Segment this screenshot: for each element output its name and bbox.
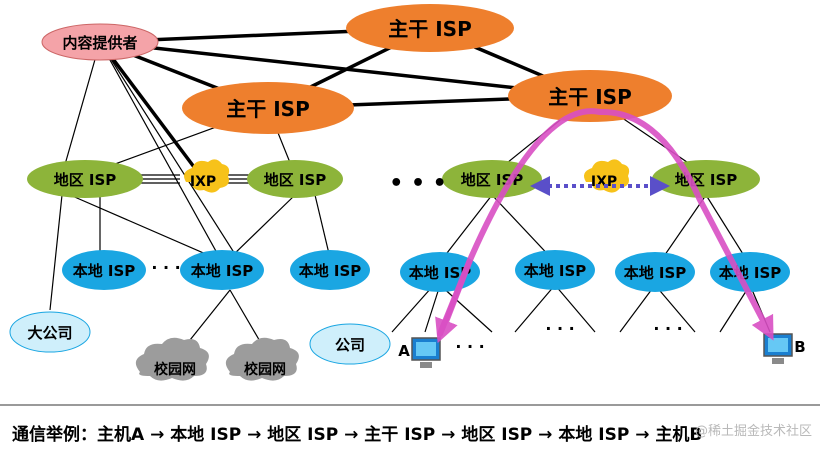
svg-text:大公司: 大公司 bbox=[27, 324, 72, 342]
svg-text:内容提供者: 内容提供者 bbox=[62, 34, 137, 52]
svg-text:地区 ISP: 地区 ISP bbox=[264, 171, 327, 189]
svg-text:校园网: 校园网 bbox=[154, 361, 196, 378]
host-ellipsis: · · · bbox=[455, 337, 484, 356]
host-a: A bbox=[398, 337, 441, 368]
regional-isp-2: 地区 ISP bbox=[247, 160, 343, 198]
company: 公司 bbox=[309, 323, 391, 365]
host-b: B bbox=[763, 333, 806, 364]
edge-ellipsis-right: · · · bbox=[653, 319, 682, 338]
svg-text:本地 ISP: 本地 ISP bbox=[299, 262, 362, 280]
svg-text:本地 ISP: 本地 ISP bbox=[409, 264, 472, 282]
host-a-label: A bbox=[398, 342, 410, 360]
caption-text: 通信举例：主机A → 本地 ISP → 地区 ISP → 主干 ISP → 地区… bbox=[12, 425, 703, 445]
caption-bar: 通信举例：主机A → 本地 ISP → 地区 ISP → 主干 ISP → 地区… bbox=[0, 404, 820, 456]
local-ellipsis-left: · · · bbox=[151, 258, 180, 277]
svg-text:本地 ISP: 本地 ISP bbox=[719, 264, 782, 282]
svg-text:主干 ISP: 主干 ISP bbox=[388, 17, 471, 41]
regional-isp-1: 地区 ISP bbox=[27, 160, 143, 198]
backbone-isp-right: 主干 ISP bbox=[508, 70, 672, 122]
ixp-cloud-left: IXP bbox=[184, 159, 230, 193]
communication-path-start bbox=[435, 258, 473, 344]
local-isp-3: 本地 ISP bbox=[290, 250, 370, 290]
local-isp-1: 本地 ISP bbox=[62, 250, 146, 290]
svg-text:本地 ISP: 本地 ISP bbox=[191, 262, 254, 280]
content-provider: 内容提供者 bbox=[41, 23, 159, 61]
backbone-isp-left: 主干 ISP bbox=[182, 82, 354, 134]
host-b-label: B bbox=[794, 338, 805, 356]
edge-ellipsis-mid: · · · bbox=[545, 319, 574, 338]
svg-text:本地 ISP: 本地 ISP bbox=[524, 262, 587, 280]
svg-text:公司: 公司 bbox=[335, 336, 365, 354]
regional-isp-3: 地区 ISP bbox=[442, 160, 542, 198]
communication-path bbox=[437, 108, 774, 341]
local-isp-6: 本地 ISP bbox=[615, 252, 695, 292]
campus-network-1: 校园网 bbox=[135, 337, 209, 381]
svg-text:本地 ISP: 本地 ISP bbox=[624, 264, 687, 282]
watermark: @稀土掘金技术社区 bbox=[694, 424, 812, 439]
campus-network-2: 校园网 bbox=[225, 337, 299, 381]
svg-text:校园网: 校园网 bbox=[244, 361, 286, 378]
regional-isp-4: 地区 ISP bbox=[652, 160, 760, 198]
svg-text:本地 ISP: 本地 ISP bbox=[73, 262, 136, 280]
backbone-isp-top: 主干 ISP bbox=[346, 4, 514, 52]
svg-text:IXP: IXP bbox=[190, 174, 216, 190]
svg-text:主干 ISP: 主干 ISP bbox=[548, 85, 631, 109]
svg-text:地区 ISP: 地区 ISP bbox=[54, 171, 117, 189]
local-isp-5: 本地 ISP bbox=[515, 250, 595, 290]
diagram-canvas: 主干 ISP 主干 ISP 主干 ISP 内容提供者 地区 ISP 地区 ISP… bbox=[9, 4, 806, 381]
large-company: 大公司 bbox=[9, 311, 91, 353]
svg-text:主干 ISP: 主干 ISP bbox=[226, 97, 309, 121]
local-isp-2: 本地 ISP bbox=[180, 250, 264, 290]
local-isp-7: 本地 ISP bbox=[710, 252, 790, 292]
regional-ellipsis: • • • bbox=[389, 171, 447, 196]
